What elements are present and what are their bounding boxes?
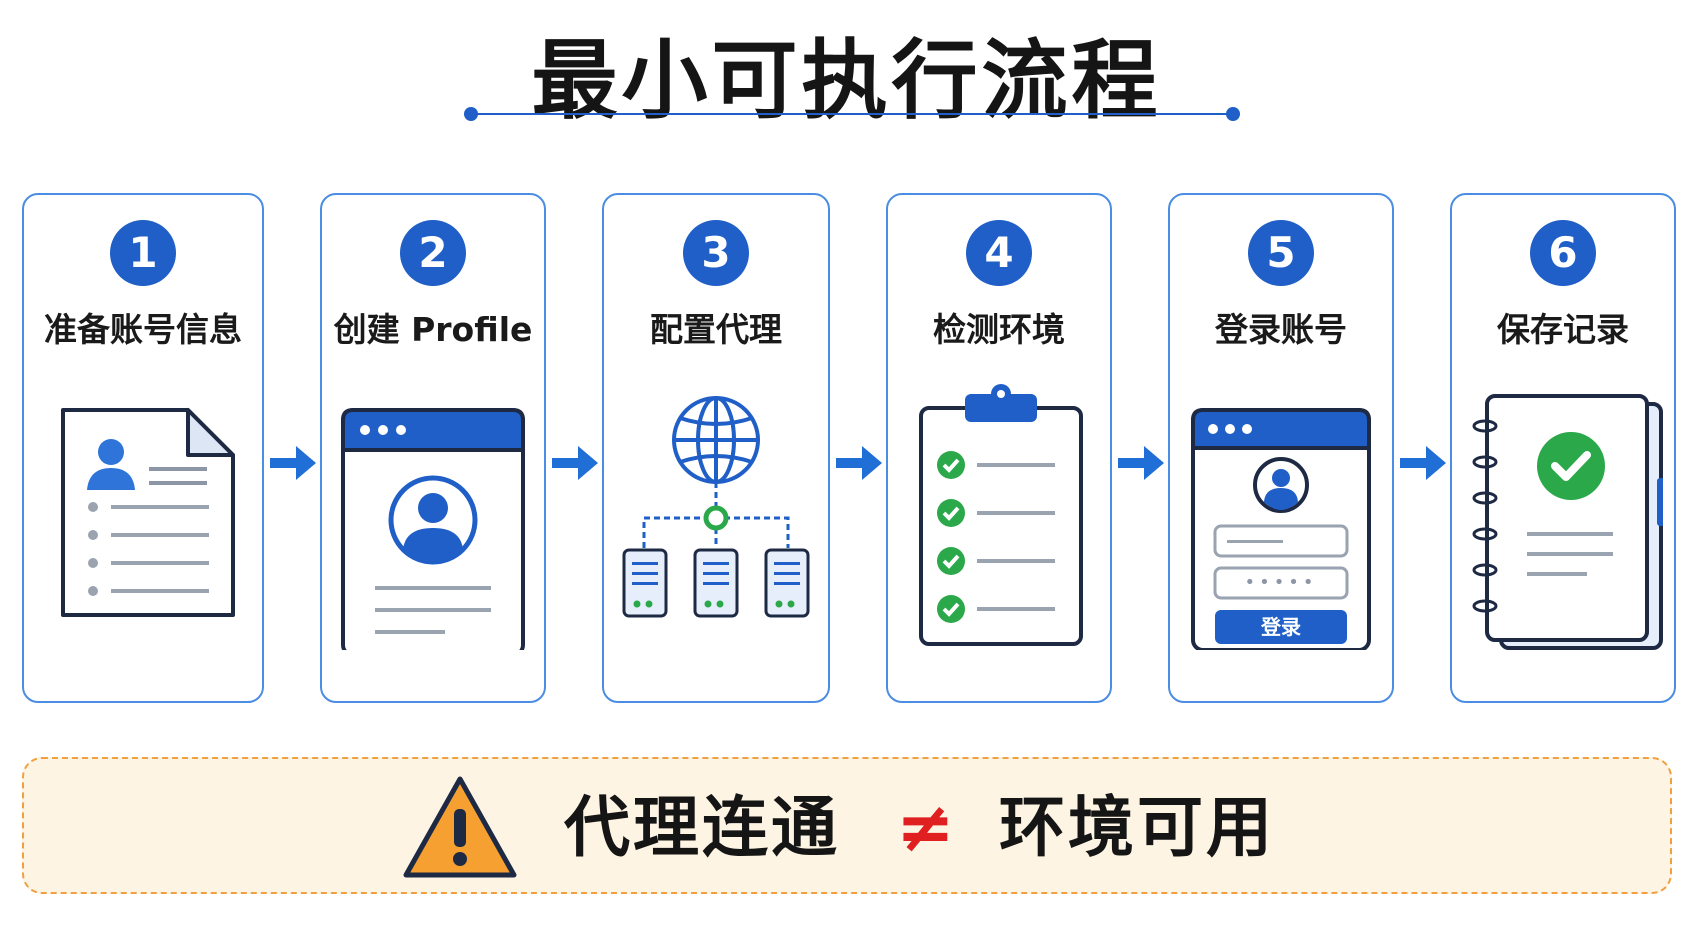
step-card-5: 5 登录账号 ••••• 登录 — [1168, 193, 1394, 703]
warning-left-text: 代理连通 — [564, 789, 840, 866]
step-label: 保存记录 — [1497, 310, 1629, 349]
user-avatar-icon — [1253, 457, 1309, 513]
login-button[interactable]: 登录 — [1261, 615, 1301, 639]
step-card-3: 3 配置代理 — [602, 193, 830, 703]
warning-right-text: 环境可用 — [999, 789, 1275, 866]
step-number-badge: 6 — [1530, 220, 1596, 286]
step-card-2: 2 创建 Profile — [320, 193, 546, 703]
flow-arrow — [1400, 446, 1446, 480]
warning-banner: 代理连通 ≠ 环境可用 — [22, 757, 1672, 894]
password-field-mask: ••••• — [1244, 572, 1318, 593]
step-number-badge: 5 — [1248, 220, 1314, 286]
step-card-6: 6 保存记录 — [1450, 193, 1676, 703]
flow-arrow — [552, 446, 598, 480]
browser-profile-icon — [341, 408, 525, 650]
step-label: 准备账号信息 — [44, 310, 242, 349]
check-icon — [937, 451, 965, 479]
server-icon — [693, 548, 739, 618]
flow-arrow — [836, 446, 882, 480]
flow-arrow — [270, 446, 316, 480]
step-number-badge: 1 — [110, 220, 176, 286]
step-label: 创建 Profile — [333, 310, 533, 349]
account-document-icon — [61, 408, 235, 617]
warning-icon — [403, 776, 517, 878]
check-icon — [937, 595, 965, 623]
step-label: 配置代理 — [650, 310, 782, 349]
check-icon — [937, 499, 965, 527]
step-label: 检测环境 — [933, 310, 1065, 349]
server-icon — [622, 548, 668, 618]
step-number-badge: 3 — [683, 220, 749, 286]
login-window-illustration: ••••• 登录 — [1181, 380, 1381, 650]
check-icon — [937, 547, 965, 575]
step-card-1: 1 准备账号信息 — [22, 193, 264, 703]
step-number-badge: 4 — [966, 220, 1032, 286]
proxy-network-icon — [622, 396, 810, 618]
title-underline — [464, 106, 1240, 122]
server-icon — [764, 548, 810, 618]
notebook-record-icon — [1472, 394, 1663, 650]
not-equal-sign: ≠ — [896, 786, 955, 868]
check-icon — [1537, 432, 1605, 500]
clipboard-checklist-icon — [919, 384, 1083, 646]
step-card-4: 4 检测环境 — [886, 193, 1112, 703]
globe-icon — [672, 396, 760, 484]
flow-arrow — [1118, 446, 1164, 480]
step-number-badge: 2 — [400, 220, 466, 286]
step-label: 登录账号 — [1215, 310, 1347, 349]
